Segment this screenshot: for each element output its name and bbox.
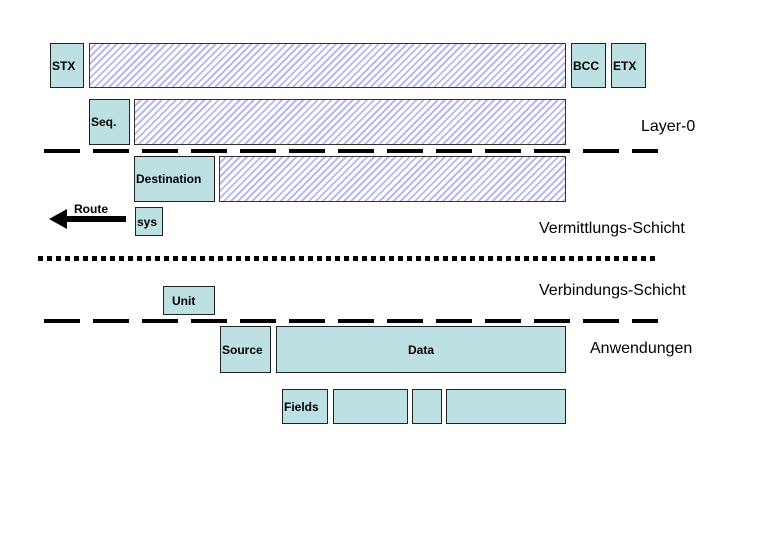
etx-field: ETX — [611, 43, 646, 88]
etx-label: ETX — [613, 58, 637, 73]
fields-label: Fields — [284, 399, 319, 414]
seq-field: Seq. — [89, 99, 130, 145]
destination-payload-hatched — [219, 156, 566, 202]
data-label: Data — [407, 342, 435, 357]
anwendungen-label: Anwendungen — [590, 340, 693, 357]
stx-label: STX — [52, 58, 76, 73]
route-arrow-left-icon — [49, 209, 126, 229]
bcc-label: BCC — [573, 58, 599, 73]
source-field: Source — [220, 326, 271, 373]
destination-field: Destination — [134, 156, 215, 202]
vermittlungs-schicht-label: Vermittlungs-Schicht — [539, 220, 685, 237]
unit-label: Unit — [172, 293, 196, 308]
sys-label: sys — [137, 214, 158, 229]
route-label: Route — [74, 202, 108, 216]
field-slot-3 — [446, 389, 566, 424]
data-field: Data — [276, 326, 566, 373]
layer-0-label: Layer-0 — [641, 118, 696, 135]
destination-label: Destination — [136, 172, 202, 186]
unit-field: Unit — [163, 286, 215, 315]
field-slot-1 — [333, 389, 408, 424]
layer-0-boundary-line — [44, 149, 658, 153]
fields-field: Fields — [282, 389, 328, 424]
field-slot-2 — [412, 389, 442, 424]
bcc-field: BCC — [571, 43, 606, 88]
seq-label: Seq. — [91, 115, 117, 129]
stx-payload-hatched — [89, 43, 566, 88]
seq-payload-hatched — [134, 99, 566, 145]
sys-field: sys — [135, 207, 163, 236]
source-label: Source — [222, 342, 263, 357]
stx-field: STX — [50, 43, 84, 88]
verbindungs-schicht-label: Verbindungs-Schicht — [539, 282, 686, 299]
vermittlung-boundary-line — [38, 256, 659, 261]
verbindung-boundary-line — [44, 319, 658, 323]
